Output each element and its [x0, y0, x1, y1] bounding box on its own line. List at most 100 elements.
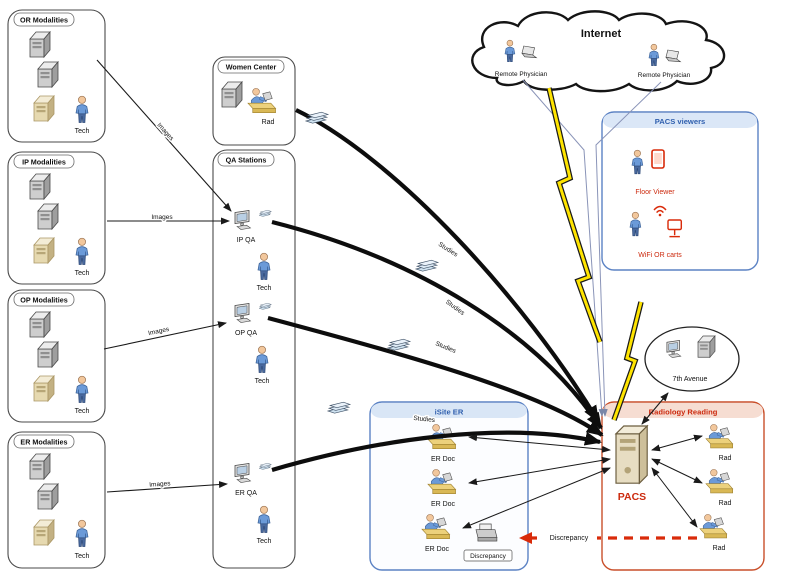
modality-device-icon	[37, 341, 59, 368]
studies-arrow	[271, 219, 603, 430]
qa-stations-box	[212, 149, 296, 569]
women-center-label-tab	[217, 59, 285, 74]
women-center-label: Women Center	[226, 63, 277, 72]
modality-device-icon	[33, 95, 55, 122]
women-center-group: Women Center Rad	[212, 56, 296, 146]
op-modalities-group: OP Modalities Tech	[7, 289, 106, 423]
modality-device-icon	[37, 203, 59, 230]
studies-arrow	[267, 315, 604, 437]
wifi-or-carts-label: WiFi OR carts	[638, 252, 682, 259]
images-edge-label: Images	[151, 214, 173, 221]
tech-label: Tech	[75, 553, 90, 560]
modality-device-icon	[29, 173, 51, 200]
modality-device-icon	[33, 237, 55, 264]
tech-label: Tech	[257, 538, 272, 545]
er-doc-pacs-link	[462, 467, 611, 529]
tech-label: Tech	[75, 270, 90, 277]
floor-viewer-label: Floor Viewer	[635, 189, 675, 196]
pacs-viewers-box	[601, 111, 759, 271]
internet-label: Internet	[581, 28, 622, 40]
tech-label: Tech	[257, 285, 272, 292]
rad-label: Rad	[713, 545, 726, 552]
er-modalities-label: ER Modalities	[20, 438, 67, 447]
op-qa-label: OP QA	[235, 330, 257, 337]
papers-icon	[415, 259, 439, 272]
tech-label: Tech	[75, 408, 90, 415]
pacs-viewers-group: PACS viewers Floor Viewer WiFi OR carts	[601, 111, 759, 271]
qa-stations-label: QA Stations	[226, 156, 267, 165]
images-edge-label: Images	[155, 122, 175, 143]
seventh-avenue-label: 7th Avenue	[673, 376, 708, 383]
pacs-viewers-label: PACS viewers	[655, 117, 706, 126]
papers-icon	[387, 338, 411, 351]
ip-modalities-label: IP Modalities	[22, 158, 66, 167]
er-doc-label: ER Doc	[425, 546, 450, 553]
modality-device-icon	[29, 311, 51, 338]
remote-physician-label: Remote Physician	[495, 71, 548, 78]
images-arrow	[106, 481, 228, 493]
or-modalities-label-tab	[13, 12, 75, 27]
pacs-rad-link	[651, 434, 703, 452]
modality-device-icon	[29, 31, 51, 58]
er-doc-pacs-link	[468, 434, 611, 453]
isite-er-label: iSite ER	[435, 408, 464, 417]
workstation-icon	[666, 340, 682, 358]
radiology-reading-label: Radiology Reading	[649, 408, 718, 417]
tech-label: Tech	[75, 128, 90, 135]
pacs-seventh-avenue-link	[641, 392, 669, 425]
er-doc-label: ER Doc	[431, 501, 456, 508]
images-arrow	[96, 59, 232, 212]
modality-device-icon	[29, 453, 51, 480]
radiology-reading-group: Radiology Reading PACS Rad Rad Rad	[601, 401, 765, 571]
lightning-bolt	[546, 87, 603, 343]
seventh-avenue-group: 7th Avenue	[644, 326, 740, 392]
op-modalities-label-tab	[13, 292, 75, 307]
rad-label: Rad	[719, 500, 732, 507]
tech-label: Tech	[255, 378, 270, 385]
modality-device-icon	[697, 335, 716, 358]
ip-modalities-label-tab	[13, 154, 75, 169]
images-edge-label: Images	[149, 480, 171, 489]
modality-device-icon	[33, 375, 55, 402]
qa-stations-label-tab	[217, 152, 275, 167]
ip-qa-label: IP QA	[237, 237, 256, 244]
remote-physician-label: Remote Physician	[638, 72, 691, 79]
images-arrow	[103, 321, 227, 350]
tablet-icon	[651, 149, 665, 169]
er-qa-workstation-icon	[234, 463, 251, 483]
qa-stations-group: QA Stations IP QA Tech OP QA Tech ER QA …	[212, 149, 296, 569]
remote-physician-link	[595, 81, 662, 417]
discrepancy-edge-label: Discrepancy	[550, 535, 589, 542]
ip-modalities-group: IP Modalities Tech	[7, 151, 106, 285]
op-qa-workstation-icon	[234, 303, 251, 323]
er-modalities-label-tab	[13, 434, 75, 449]
modality-device-icon	[33, 519, 55, 546]
images-arrows	[96, 59, 232, 493]
papers-icon	[305, 111, 329, 124]
pacs-label: PACS	[618, 491, 646, 503]
papers-icon	[327, 401, 351, 414]
isite-er-header	[371, 403, 527, 418]
lightning-bolt	[611, 301, 644, 421]
pacs-viewers-header	[603, 113, 757, 128]
or-modalities-label: OR Modalities	[20, 16, 68, 25]
rad-label: Rad	[719, 455, 732, 462]
pacs-rad-link	[651, 467, 698, 528]
er-doc-label: ER Doc	[431, 456, 456, 463]
cloud-shape	[471, 10, 726, 93]
modality-device-icon	[37, 483, 59, 510]
or-modalities-group: OR Modalities Tech	[7, 9, 106, 143]
op-modalities-label: OP Modalities	[20, 296, 67, 305]
discrepancy-label-bg	[541, 530, 597, 543]
printer-caption: Discrepancy	[470, 553, 507, 560]
studies-arrow	[295, 108, 600, 423]
pacs-server-icon	[615, 425, 648, 484]
internet-cloud-group: Internet Remote Physician Remote Physici…	[471, 10, 726, 93]
modality-device-icon	[37, 61, 59, 88]
studies-edge-label: Studies	[437, 241, 460, 259]
er-qa-label: ER QA	[235, 490, 257, 497]
isite-er-group: iSite ER ER Doc ER Doc ER Doc Discrepanc…	[369, 401, 529, 571]
er-modalities-group: ER Modalities Tech	[7, 431, 106, 569]
